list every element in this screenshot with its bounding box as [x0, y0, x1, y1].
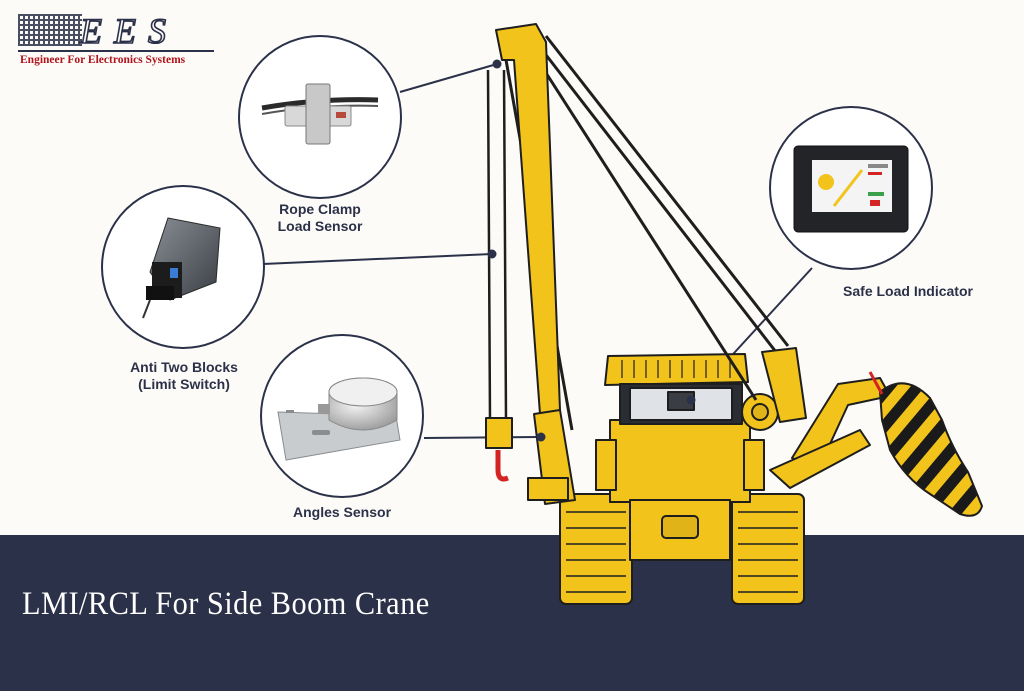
hook [495, 450, 509, 482]
striped-counterweight [879, 382, 983, 517]
limit-switch-icon [142, 217, 221, 319]
logo-rule [18, 50, 214, 52]
angles-sensor-label: Angles Sensor [292, 504, 392, 520]
anti-two-block-label: Anti Two Blocks (Limit Switch) [130, 359, 238, 392]
rope-clamp-callout [238, 35, 402, 199]
logo-wordmark: EES [79, 10, 178, 52]
safe-load-indicator-callout [769, 106, 933, 270]
hook-line-right [502, 69, 508, 421]
safe-load-indicator-label: Safe Load Indicator [843, 283, 973, 299]
angles-sensor-callout [260, 334, 424, 498]
anti-two-block-connector [262, 253, 493, 265]
side-boom-crane [485, 23, 983, 605]
rope-clamp-sensor-icon [261, 83, 379, 145]
right-track [731, 493, 805, 605]
logo-tagline: Engineer For Electronics Systems [20, 54, 186, 66]
left-track [559, 493, 633, 605]
circuit-logo-icon [18, 14, 82, 46]
ees-logo: EES Engineer For Electronics Systems [18, 10, 218, 70]
tractor-body [609, 419, 751, 503]
indicator-display-icon [793, 145, 909, 233]
hook-line-left [486, 69, 492, 421]
anti-two-block-callout [101, 185, 265, 349]
page-title: LMI/RCL For Side Boom Crane [22, 586, 430, 622]
hook-block [485, 417, 513, 449]
right-fender [743, 439, 765, 491]
rope-clamp-connector [399, 63, 498, 93]
rope-clamp-label: Rope Clamp Load Sensor [277, 201, 363, 234]
tow-hitch [661, 515, 699, 539]
connection-dots [487, 59, 696, 442]
a-frame-support [761, 347, 807, 423]
counterweight-pin [868, 371, 884, 395]
footer-band [0, 535, 1024, 691]
angle-sensor-icon [277, 377, 401, 461]
left-fender [595, 439, 617, 491]
boom-mount [527, 477, 569, 501]
hoist-cables [504, 35, 790, 431]
engine-hood [604, 353, 749, 386]
counterweight-link [769, 429, 871, 489]
angles-sensor-connector [423, 436, 542, 439]
